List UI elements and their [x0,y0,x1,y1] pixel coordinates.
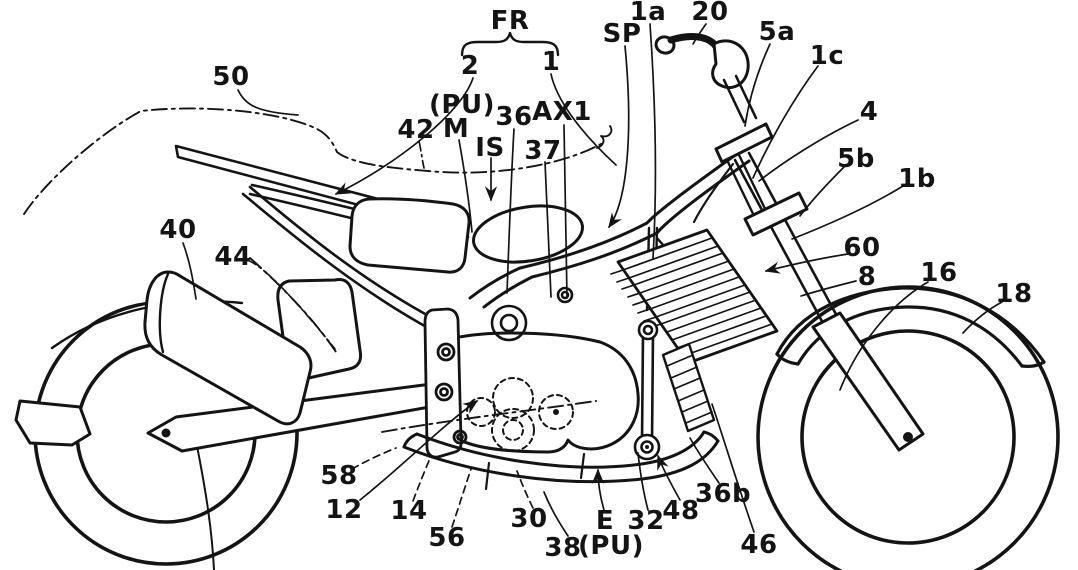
leader-38 [543,491,569,537]
cylinder-block-fins [610,228,779,365]
leader-14 [412,455,432,502]
break-squiggle [596,125,613,149]
leader-37 [544,161,552,298]
fr-brace [460,31,560,57]
tail-section [50,144,584,426]
shock-linkage [633,319,661,461]
cable-line [196,445,215,570]
leader-18 [962,301,1003,334]
leader-AX1 [563,124,568,299]
leader-2 [334,77,474,195]
rear-fender-tip [14,399,92,447]
leader-5a [744,43,771,127]
leader-1a [649,23,657,259]
fork-slider [811,311,925,452]
leader-40 [182,242,197,300]
ribbed-component [661,342,716,433]
leader-30 [516,470,534,509]
seat [348,197,471,274]
leader-1c [752,65,819,179]
leader-4 [758,119,859,182]
pivot-plate [423,307,468,459]
leader-20 [692,23,707,45]
leader-M [458,139,473,233]
leader-58 [351,447,397,470]
leader-E [591,468,605,511]
leader-12 [359,400,479,501]
exhaust-belly [402,430,720,491]
leader-8 [800,280,857,297]
leader-42 [418,140,425,169]
leader-36 [506,128,515,294]
leader-lines [182,23,1003,537]
handlebar [654,33,750,89]
shaft-circles [490,286,574,342]
leader-60 [764,253,849,274]
leader-46 [711,403,755,533]
leader-48 [657,454,681,501]
leader-1 [550,73,617,166]
leader-SP [608,45,630,229]
engine [423,228,779,459]
leader-56 [451,468,472,528]
leader-1b [791,185,904,240]
muffler [143,270,313,426]
leader-5b [799,165,846,217]
bar-clamp [711,39,750,89]
lower-clamp [743,191,809,237]
leader-16 [839,281,929,391]
top-clamp [714,122,774,164]
leader-32 [637,452,649,511]
leader-50 [237,89,299,116]
hidden-gears [434,377,574,453]
front-fork [654,33,925,452]
leader-44 [246,259,336,350]
leader-36b [689,437,720,484]
airbox [472,204,584,264]
